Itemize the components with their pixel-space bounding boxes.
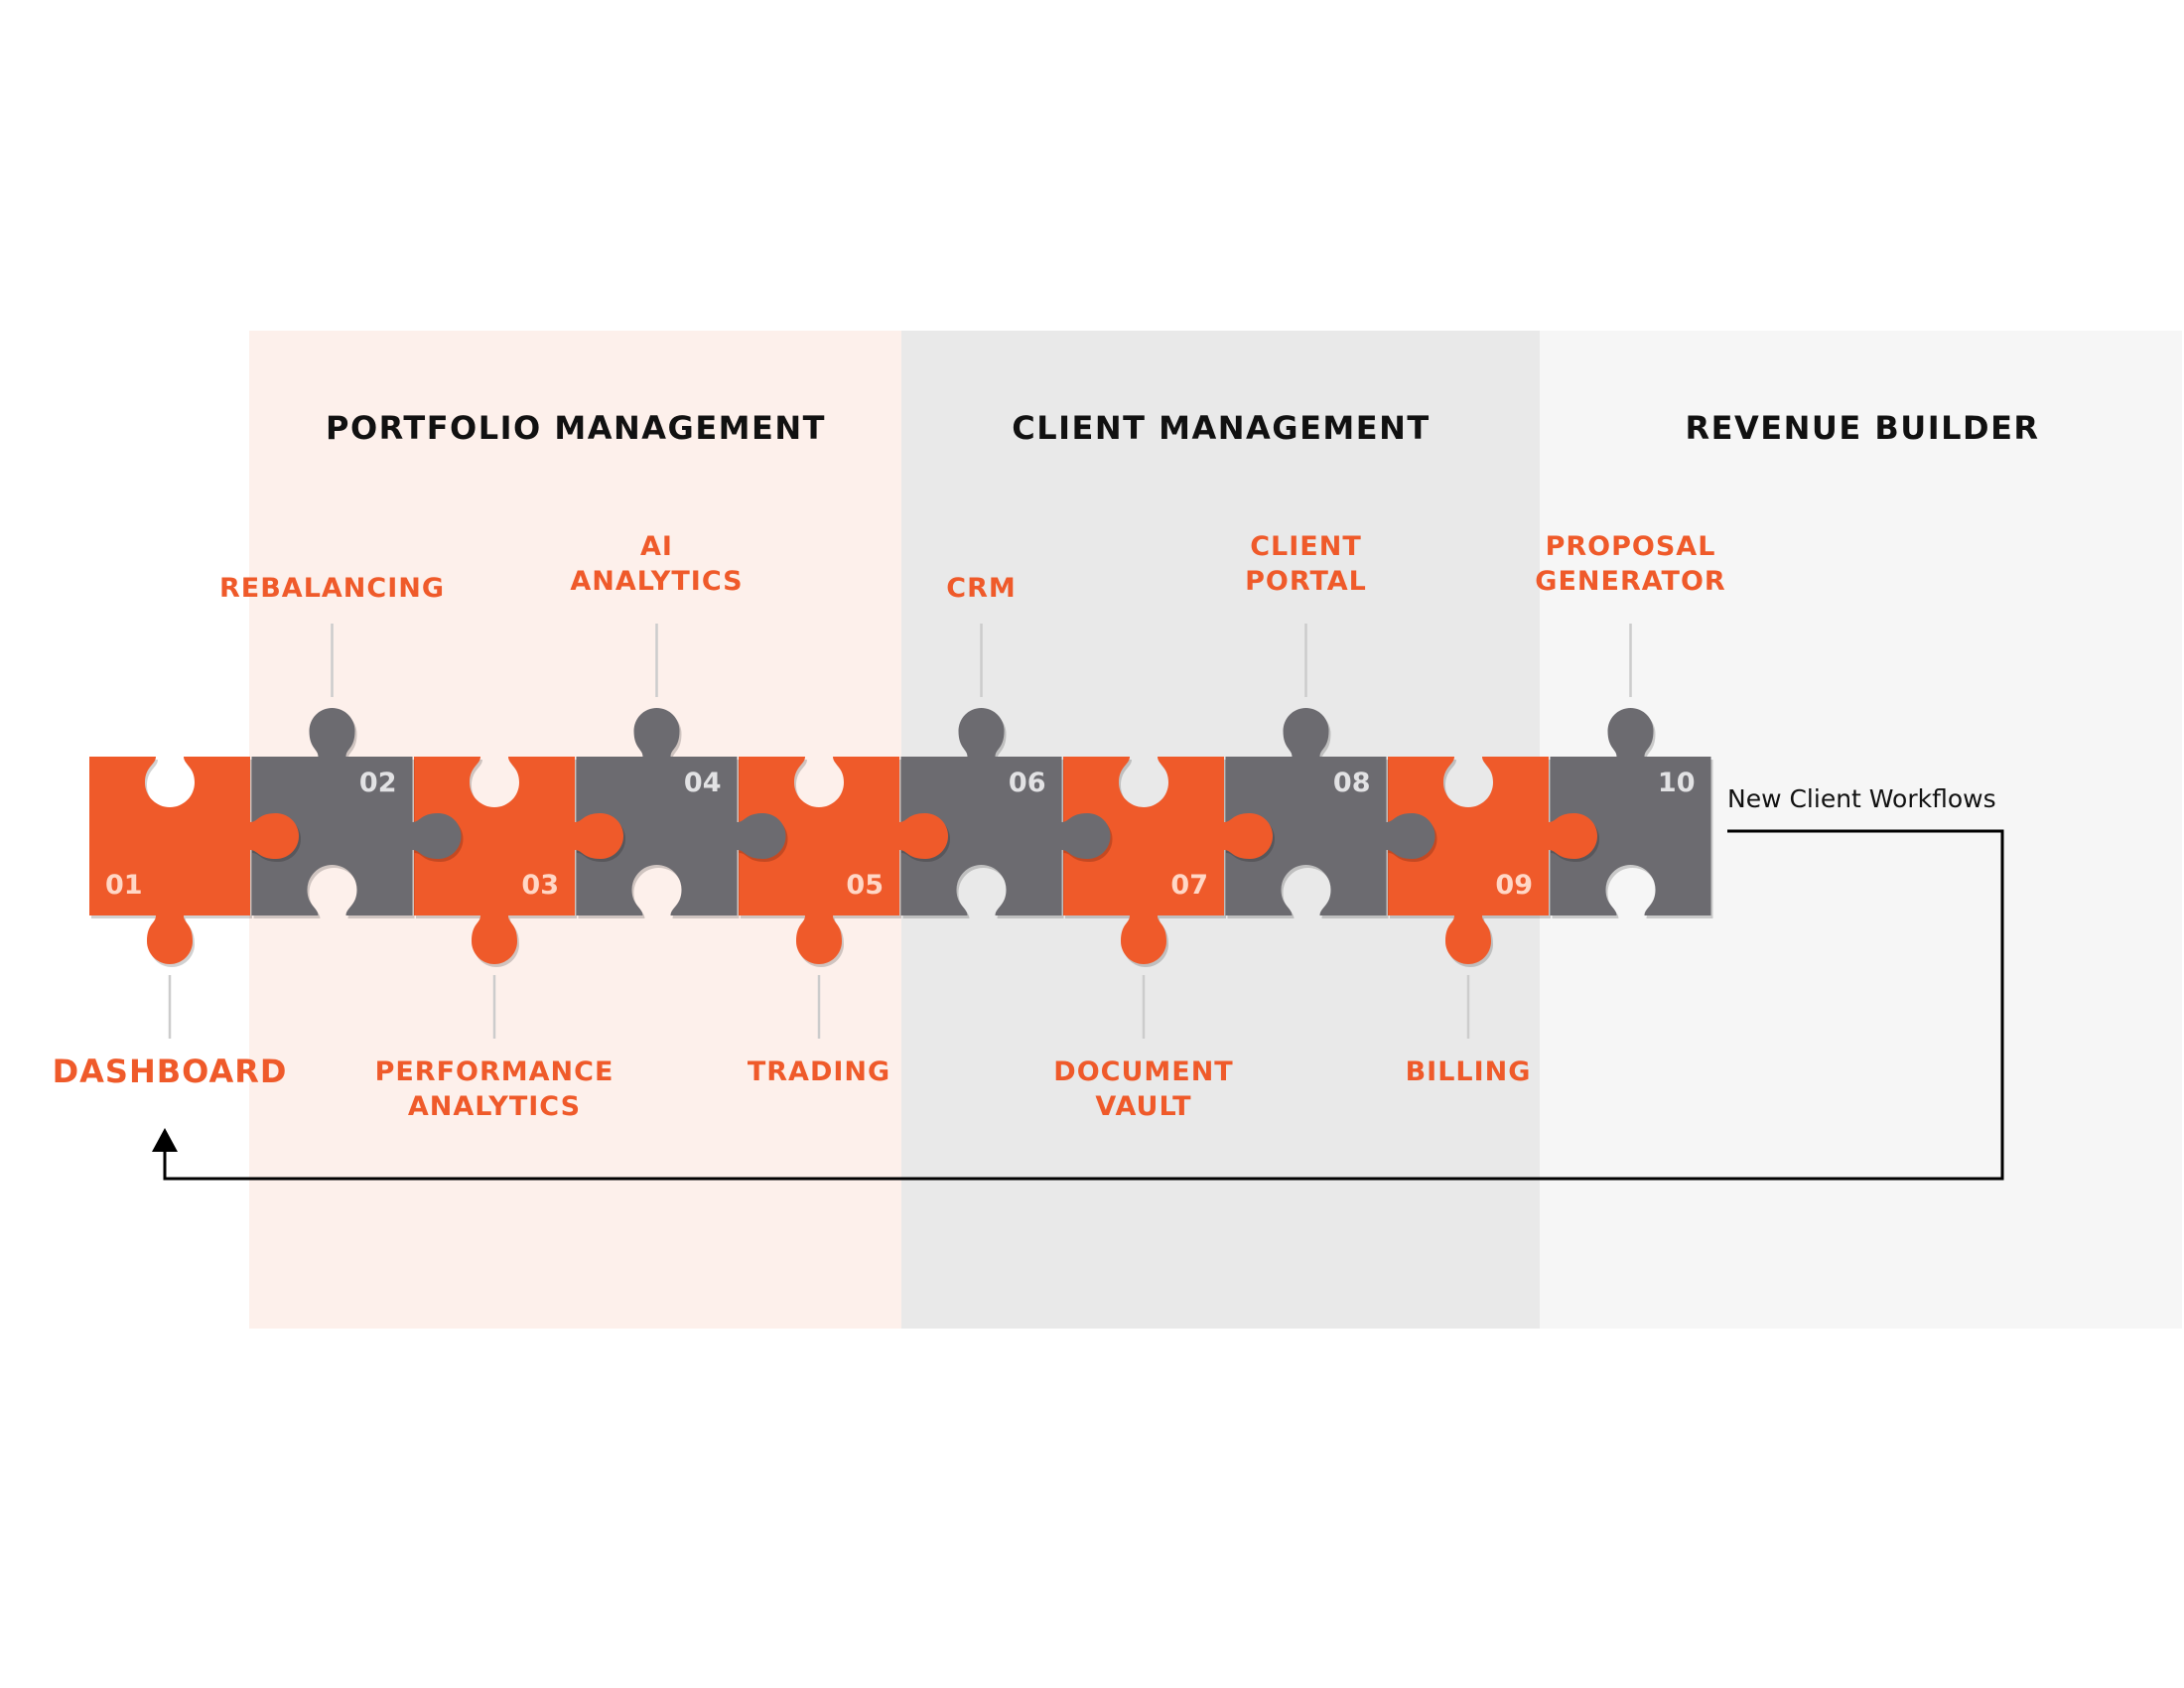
puzzle-piece-05: 05 — [739, 757, 950, 967]
label-piece-07: DOCUMENT VAULT — [1053, 1055, 1233, 1124]
label-line: TRADING — [747, 1056, 891, 1087]
piece-number-02: 02 — [359, 768, 397, 798]
puzzle-piece-07: 07 — [1063, 757, 1275, 967]
puzzle-piece-08: 08 — [1225, 708, 1437, 918]
puzzle-piece-shape — [576, 708, 786, 915]
label-line: PROPOSAL — [1545, 531, 1716, 562]
puzzle-piece-03: 03 — [414, 757, 625, 967]
workflow-arrow-icon — [152, 1128, 178, 1152]
puzzle-piece-shape — [251, 708, 462, 915]
label-piece-05: TRADING — [748, 1055, 890, 1089]
label-piece-10: PROPOSAL GENERATOR — [1535, 529, 1725, 599]
piece-number-08: 08 — [1333, 768, 1371, 798]
workflow-return-line — [163, 829, 2004, 1181]
label-line: ANALYTICS — [407, 1091, 582, 1122]
label-piece-08: CLIENT PORTAL — [1245, 529, 1367, 599]
label-line: AI — [640, 531, 673, 562]
piece-number-01: 01 — [105, 870, 143, 901]
puzzle-piece-shape — [1063, 757, 1273, 964]
label-piece-03: PERFORMANCE ANALYTICS — [375, 1055, 614, 1124]
piece-number-10: 10 — [1658, 768, 1696, 798]
new-client-workflows-label: New Client Workflows — [1727, 784, 1996, 813]
label-line: PORTAL — [1245, 566, 1367, 597]
label-piece-09: BILLING — [1406, 1055, 1532, 1089]
puzzle-piece-shape — [414, 757, 623, 964]
puzzle-piece-09: 09 — [1388, 757, 1599, 967]
puzzle-piece-shape — [89, 757, 299, 964]
piece-number-04: 04 — [684, 768, 722, 798]
band-title-revenue-builder: REVENUE BUILDER — [1685, 409, 2040, 447]
label-line: CRM — [946, 573, 1017, 604]
label-line: REBALANCING — [218, 573, 446, 604]
label-line: DOCUMENT — [1053, 1056, 1234, 1087]
band-title-client-management: CLIENT MANAGEMENT — [1012, 409, 1431, 447]
puzzle-piece-02: 02 — [251, 708, 464, 918]
label-piece-01: DASHBOARD — [53, 1055, 288, 1089]
piece-number-09: 09 — [1495, 870, 1533, 901]
puzzle-piece-shape — [1225, 708, 1435, 915]
label-line: CLIENT — [1250, 531, 1362, 562]
band-title-portfolio-management: PORTFOLIO MANAGEMENT — [326, 409, 826, 447]
puzzle-piece-shape — [900, 708, 1111, 915]
label-line: PERFORMANCE — [374, 1056, 614, 1087]
label-line: BILLING — [1405, 1056, 1532, 1087]
label-piece-02: REBALANCING — [219, 571, 445, 606]
piece-number-06: 06 — [1009, 768, 1046, 798]
label-line: VAULT — [1095, 1091, 1192, 1122]
label-line: GENERATOR — [1535, 566, 1726, 597]
label-piece-06: CRM — [946, 571, 1016, 606]
piece-number-05: 05 — [846, 870, 884, 901]
label-line: DASHBOARD — [52, 1053, 288, 1090]
label-line: ANALYTICS — [570, 566, 744, 597]
puzzle-piece-shape — [739, 757, 948, 964]
puzzle-piece-06: 06 — [900, 708, 1113, 918]
piece-number-07: 07 — [1170, 870, 1208, 901]
puzzle-piece-shape — [1550, 708, 1711, 915]
piece-number-03: 03 — [521, 870, 559, 901]
puzzle-piece-01: 01 — [89, 757, 301, 967]
puzzle-piece-04: 04 — [576, 708, 788, 918]
puzzle-piece-shape — [1388, 757, 1597, 964]
label-piece-04: AI ANALYTICS — [570, 529, 743, 599]
puzzle-piece-10: 10 — [1550, 708, 1713, 918]
